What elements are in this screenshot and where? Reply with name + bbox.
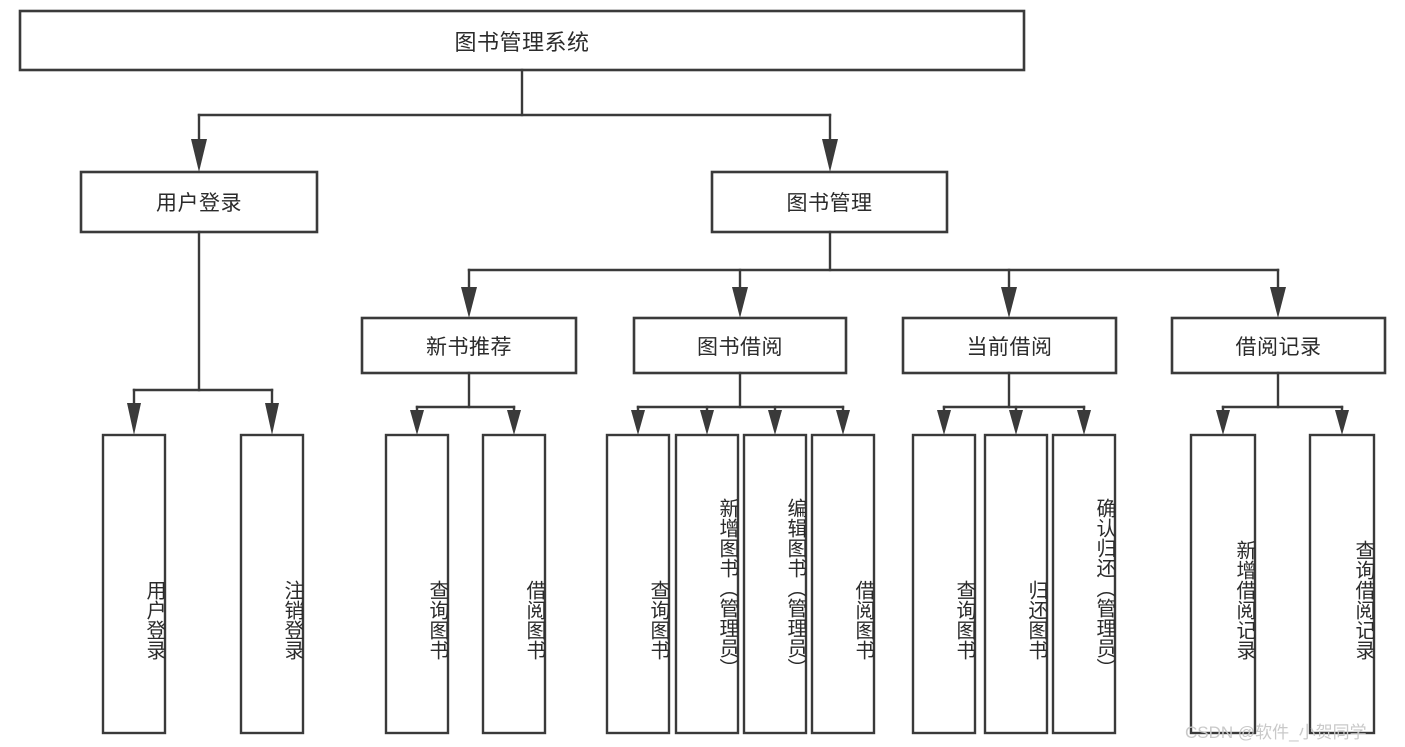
- arrow-head-leaf-add-record: [1216, 410, 1230, 435]
- node-box-leaf-borrow-book-2[interactable]: [810, 433, 876, 735]
- node-box-leaf-query-record[interactable]: [1308, 433, 1376, 735]
- node-box-book-manage[interactable]: [710, 170, 949, 234]
- node-box-leaf-user-login[interactable]: [101, 433, 167, 735]
- node-box-new-book-rec[interactable]: [360, 316, 578, 375]
- node-box-leaf-add-book[interactable]: [674, 433, 740, 735]
- arrow-head-leaf-query-book-2: [631, 410, 645, 435]
- arrow-head-current-borrow: [1001, 287, 1017, 318]
- arrow-head-book-manage: [822, 139, 838, 172]
- node-box-leaf-return-book[interactable]: [983, 433, 1049, 735]
- node-box-root[interactable]: [18, 9, 1026, 72]
- arrow-head-leaf-query-book-3: [937, 410, 951, 435]
- node-box-user-login[interactable]: [79, 170, 319, 234]
- node-box-leaf-query-book-3[interactable]: [911, 433, 977, 735]
- node-box-leaf-logout[interactable]: [239, 433, 305, 735]
- arrow-head-user-login: [191, 139, 207, 172]
- node-box-leaf-query-book-1[interactable]: [384, 433, 450, 735]
- arrow-head-leaf-return-book: [1009, 410, 1023, 435]
- node-box-leaf-edit-book[interactable]: [742, 433, 808, 735]
- arrow-head-leaf-query-book-1: [410, 410, 424, 435]
- arrow-head-leaf-borrow-book-1: [507, 410, 521, 435]
- arrow-head-book-borrow: [732, 287, 748, 318]
- arrow-head-new-book-rec: [461, 287, 477, 318]
- arrow-head-leaf-confirm-return: [1077, 410, 1091, 435]
- node-box-leaf-confirm-return[interactable]: [1051, 433, 1117, 735]
- node-box-leaf-add-record[interactable]: [1189, 433, 1257, 735]
- arrow-head-leaf-edit-book: [768, 410, 782, 435]
- node-box-leaf-borrow-book-1[interactable]: [481, 433, 547, 735]
- arrow-head-leaf-borrow-book-2: [836, 410, 850, 435]
- arrow-head-leaf-add-book: [700, 410, 714, 435]
- arrow-head-leaf-user-login: [127, 403, 141, 435]
- arrow-head-leaf-logout: [265, 403, 279, 435]
- arrow-head-leaf-query-record: [1335, 410, 1349, 435]
- node-box-current-borrow[interactable]: [901, 316, 1118, 375]
- node-box-book-borrow[interactable]: [632, 316, 848, 375]
- arrow-head-borrow-record: [1270, 287, 1286, 318]
- node-box-borrow-record[interactable]: [1170, 316, 1387, 375]
- node-box-leaf-query-book-2[interactable]: [605, 433, 671, 735]
